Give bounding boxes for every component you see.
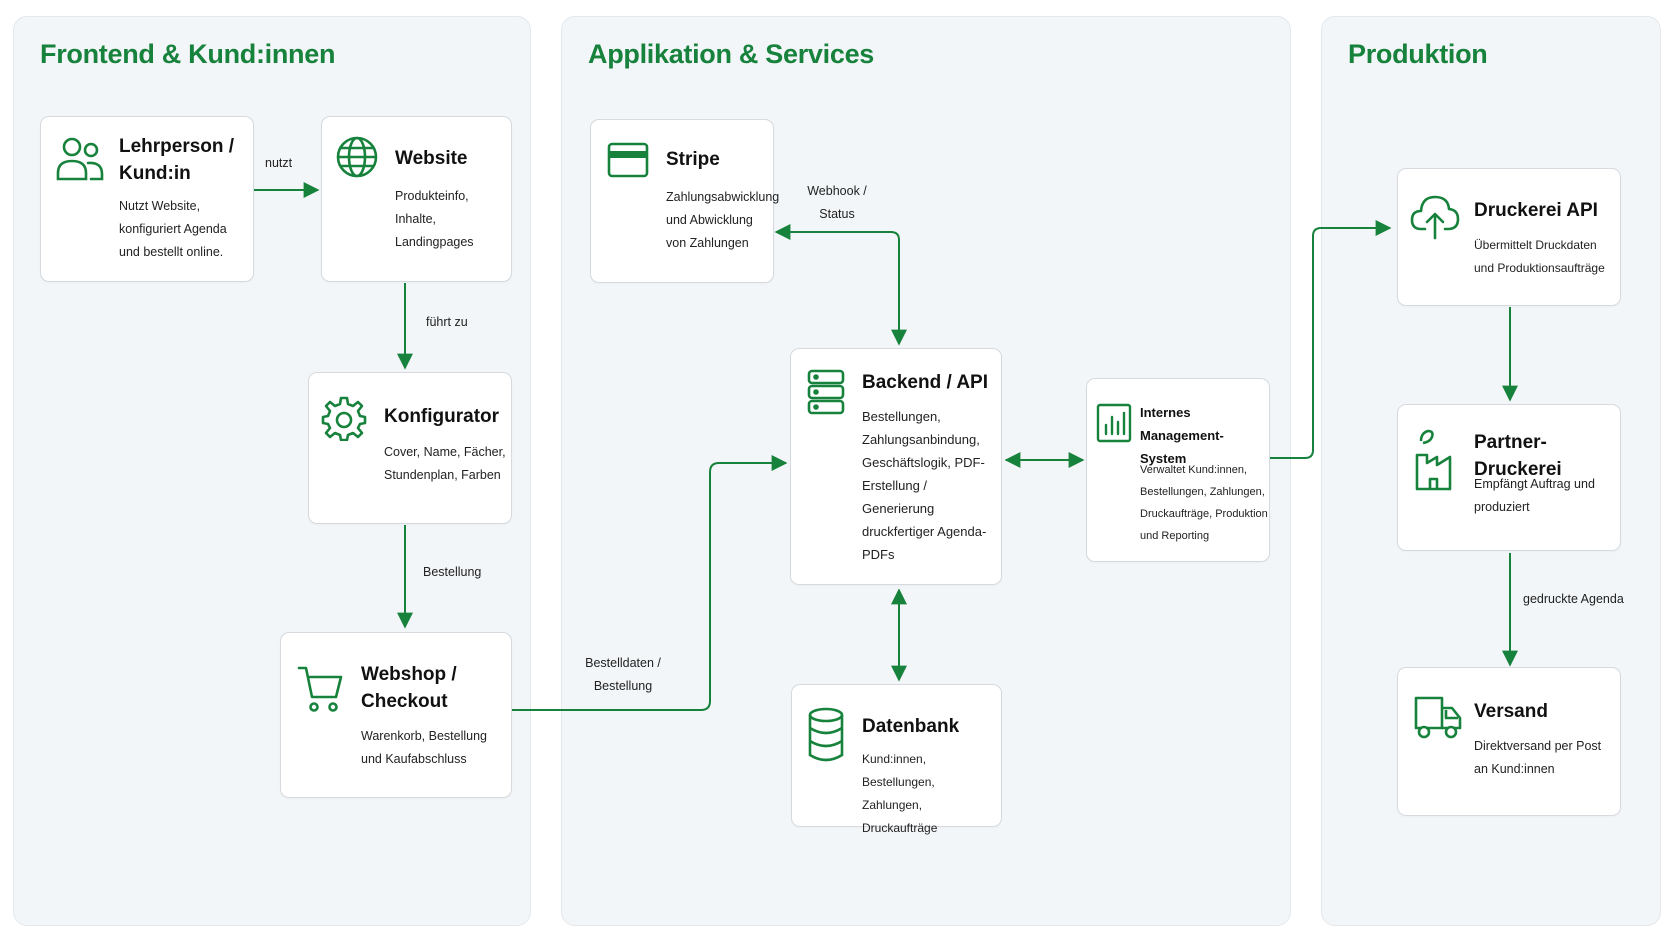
node-title: Versand xyxy=(1474,701,1548,722)
node-management-system[interactable]: Internes Management-System Verwaltet Kun… xyxy=(1086,378,1270,562)
node-title: Datenbank xyxy=(862,716,960,737)
node-title: Konfigurator xyxy=(384,406,500,427)
edge-webshop-backend xyxy=(512,455,788,711)
node-title: Partner-Druckerei xyxy=(1474,432,1562,480)
node-datenbank[interactable]: Datenbank Kund:innen, Bestellungen, Zahl… xyxy=(791,684,1002,835)
node-druckerei-api[interactable]: Druckerei API Übermittelt Druckdaten und… xyxy=(1397,168,1621,306)
node-description: Cover, Name, Fächer, Stundenplan, Farben xyxy=(384,445,506,482)
node-description: Empfängt Auftrag und produziert xyxy=(1474,477,1595,514)
node-website[interactable]: Website Produkteinfo, Inhalte, Landingpa… xyxy=(321,116,512,282)
node-title: Webshop / Checkout xyxy=(361,664,457,712)
users-icon xyxy=(55,135,105,183)
server-icon xyxy=(807,369,845,415)
node-webshop[interactable]: Webshop / Checkout Warenkorb, Bestellung… xyxy=(280,632,512,798)
node-title: Website xyxy=(395,148,468,169)
edge-label-nutzt: nutzt xyxy=(265,156,293,170)
node-title: Internes Management-System xyxy=(1140,405,1224,466)
edge-label-bestelldaten: Bestelldaten / Bestellung xyxy=(585,656,661,693)
edge-label-fuehrt-zu: führt zu xyxy=(426,315,468,329)
edge-label-gedruckte-agenda: gedruckte Agenda xyxy=(1523,592,1624,606)
cart-icon xyxy=(297,665,343,713)
node-title: Backend / API xyxy=(862,372,989,393)
node-konfigurator[interactable]: Konfigurator Cover, Name, Fächer, Stunde… xyxy=(308,372,512,524)
credit-card-icon xyxy=(607,142,649,178)
chart-icon xyxy=(1096,403,1132,443)
node-description: Übermittelt Druckdaten und Produktionsau… xyxy=(1474,238,1605,275)
node-description: Produkteinfo, Inhalte, Landingpages xyxy=(395,189,474,249)
truck-icon xyxy=(1414,694,1462,740)
edge-label-bestellung: Bestellung xyxy=(423,565,482,579)
node-title: Stripe xyxy=(666,149,720,170)
gear-icon xyxy=(321,395,367,441)
node-description: Kund:innen, Bestellungen, Zahlungen, Dru… xyxy=(862,752,938,835)
node-versand[interactable]: Versand Direktversand per Post an Kund:i… xyxy=(1397,667,1621,816)
edge-label-webhook: Webhook / Status xyxy=(807,184,867,221)
database-icon xyxy=(808,707,844,763)
cloud-upload-icon xyxy=(1410,189,1460,241)
edge-ims-druckerei xyxy=(1270,220,1392,459)
node-lehrperson[interactable]: Lehrperson / Kund:in Nutzt Website, konf… xyxy=(40,116,254,282)
edge-stripe-backend xyxy=(774,224,907,346)
node-description: Zahlungsabwicklung und Abwicklung von Za… xyxy=(666,190,780,250)
node-partner-druckerei[interactable]: Partner-Druckerei Empfängt Auftrag und p… xyxy=(1397,404,1621,551)
node-title: Druckerei API xyxy=(1474,200,1598,221)
node-stripe[interactable]: Stripe Zahlungsabwicklung und Abwicklung… xyxy=(590,119,780,283)
lane-title-production: Produktion xyxy=(1348,39,1488,69)
node-description: Verwaltet Kund:innen, Bestellungen, Zahl… xyxy=(1140,464,1268,542)
node-backend[interactable]: Backend / API Bestellungen, Zahlungsanbi… xyxy=(790,348,1002,585)
node-description: Warenkorb, Bestellung und Kaufabschluss xyxy=(361,729,487,766)
lane-title-application: Applikation & Services xyxy=(588,39,874,69)
lane-title-frontend: Frontend & Kund:innen xyxy=(40,39,336,69)
node-description: Direktversand per Post an Kund:innen xyxy=(1474,739,1602,776)
node-title: Lehrperson / Kund:in xyxy=(119,136,235,184)
node-description: Nutzt Website, konfiguriert Agenda und b… xyxy=(119,199,227,259)
globe-icon xyxy=(335,135,379,179)
node-description: Bestellungen, Zahlungsanbindung, Geschäf… xyxy=(862,409,987,562)
factory-icon xyxy=(1410,429,1454,491)
